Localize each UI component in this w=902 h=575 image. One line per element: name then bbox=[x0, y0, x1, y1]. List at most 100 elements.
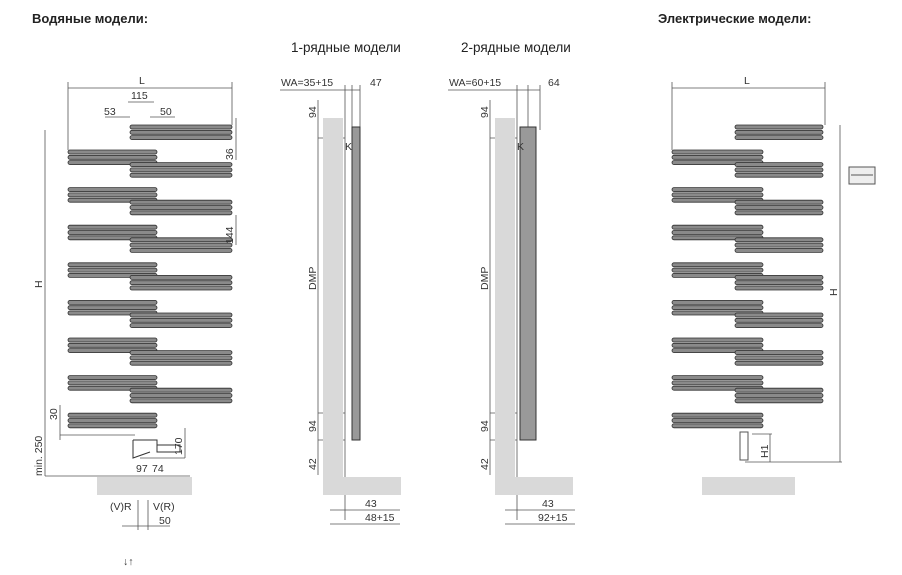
radiator-tube bbox=[734, 124, 824, 130]
radiator-tube bbox=[129, 398, 233, 404]
dim-170: 170 bbox=[173, 437, 185, 455]
floor-one-row bbox=[343, 477, 401, 495]
radiator-tube bbox=[734, 129, 824, 135]
radiator-tube bbox=[67, 267, 158, 273]
valve-icon bbox=[132, 439, 181, 459]
one-row-heading: 1-рядные модели bbox=[291, 40, 401, 55]
radiator-tube bbox=[671, 267, 764, 273]
dim-115: 115 bbox=[131, 90, 148, 102]
two-row-94b: 94 bbox=[479, 420, 491, 432]
electric-models-heading: Электрические модели: bbox=[658, 11, 812, 26]
dim-min-250: min. 250 bbox=[33, 436, 45, 476]
radiator-tube bbox=[734, 210, 824, 216]
radiator-tube bbox=[734, 323, 824, 329]
radiator-tube bbox=[734, 242, 824, 248]
radiator-tube bbox=[671, 375, 764, 381]
label-vr-right: V(R) bbox=[153, 501, 175, 513]
radiator-tube bbox=[671, 423, 764, 429]
dim-50: 50 bbox=[160, 106, 172, 118]
two-row-94a: 94 bbox=[479, 106, 491, 118]
radiator-tube bbox=[67, 224, 158, 230]
radiator-tube bbox=[734, 312, 824, 318]
radiator-tube bbox=[734, 393, 824, 398]
radiator-tube bbox=[734, 167, 824, 173]
two-row-42: 42 bbox=[479, 458, 491, 470]
radiator-tube bbox=[129, 199, 233, 205]
radiator-tube bbox=[671, 230, 764, 235]
radiator-tube bbox=[734, 387, 824, 393]
one-row-94b: 94 bbox=[307, 420, 319, 432]
radiator-tube bbox=[734, 285, 824, 291]
radiator-tube bbox=[129, 360, 233, 366]
one-row-43: 43 bbox=[365, 498, 377, 510]
radiator-tube bbox=[67, 149, 158, 155]
heating-element-icon bbox=[739, 431, 749, 461]
radiator-tube bbox=[67, 154, 158, 160]
one-row-profile bbox=[351, 126, 361, 441]
radiator-tube bbox=[129, 242, 233, 248]
radiator-tube bbox=[734, 280, 824, 286]
one-row-48: 48+15 bbox=[365, 512, 395, 524]
radiator-tube bbox=[129, 167, 233, 173]
label-vr-left: (V)R bbox=[110, 501, 132, 513]
radiator-tube bbox=[671, 187, 764, 193]
water-models-heading: Водяные модели: bbox=[32, 11, 149, 26]
dim-30: 30 bbox=[48, 408, 60, 420]
radiator-tube bbox=[67, 299, 158, 305]
radiator-tube bbox=[67, 375, 158, 381]
radiator-tube bbox=[671, 262, 764, 268]
radiator-tube bbox=[129, 237, 233, 243]
radiator-tube bbox=[671, 418, 764, 423]
floor bbox=[97, 477, 192, 495]
two-row-92: 92+15 bbox=[538, 512, 568, 524]
radiator-tube bbox=[671, 192, 764, 198]
radiator-tube bbox=[67, 380, 158, 386]
radiator-tube bbox=[129, 355, 233, 361]
wall-two-row bbox=[495, 118, 515, 495]
radiator-tube bbox=[129, 280, 233, 286]
radiator-tube bbox=[129, 135, 233, 141]
floor-two-row bbox=[515, 477, 573, 495]
radiator-tube bbox=[129, 387, 233, 393]
one-row-42: 42 bbox=[307, 458, 319, 470]
radiator-tube bbox=[671, 342, 764, 348]
radiator-tube bbox=[734, 317, 824, 323]
dim-97: 97 bbox=[136, 463, 148, 475]
two-row-heading: 2-рядные модели bbox=[461, 40, 571, 55]
radiator-tube bbox=[67, 187, 158, 193]
two-row-k: K bbox=[517, 141, 524, 153]
radiator-tube bbox=[129, 312, 233, 318]
radiator-tube bbox=[129, 317, 233, 323]
dim-144: 144 bbox=[224, 226, 236, 244]
radiator-tube bbox=[67, 305, 158, 311]
radiator-tube bbox=[129, 274, 233, 280]
electric-dim-L: L bbox=[744, 75, 750, 87]
wall-one-row bbox=[323, 118, 343, 495]
one-row-k: K bbox=[345, 141, 352, 153]
radiator-tube bbox=[129, 350, 233, 356]
electric-dim-H1: H1 bbox=[759, 444, 771, 458]
radiator-tube bbox=[734, 398, 824, 404]
radiator-tube bbox=[129, 285, 233, 291]
radiator-tube bbox=[129, 129, 233, 135]
two-row-wa: WA=60+15 bbox=[449, 77, 501, 89]
radiator-tube bbox=[67, 342, 158, 348]
radiator-tube bbox=[129, 247, 233, 253]
electric-dim-H: H bbox=[828, 288, 840, 296]
radiator-tube bbox=[671, 149, 764, 155]
dimension-lines bbox=[44, 82, 842, 530]
radiator-tube bbox=[129, 205, 233, 210]
dim-H: H bbox=[33, 280, 45, 288]
radiator-tube bbox=[67, 192, 158, 198]
radiator-tube bbox=[671, 154, 764, 160]
radiator-tube bbox=[671, 412, 764, 418]
radiator-tube bbox=[67, 418, 158, 423]
radiator-tube bbox=[67, 230, 158, 235]
one-row-94a: 94 bbox=[307, 106, 319, 118]
flow-arrows-icon: ↓↑ bbox=[123, 556, 134, 568]
radiator-tube bbox=[129, 172, 233, 178]
radiator-tube bbox=[129, 162, 233, 168]
two-row-43: 43 bbox=[542, 498, 554, 510]
radiator-tube bbox=[129, 124, 233, 130]
